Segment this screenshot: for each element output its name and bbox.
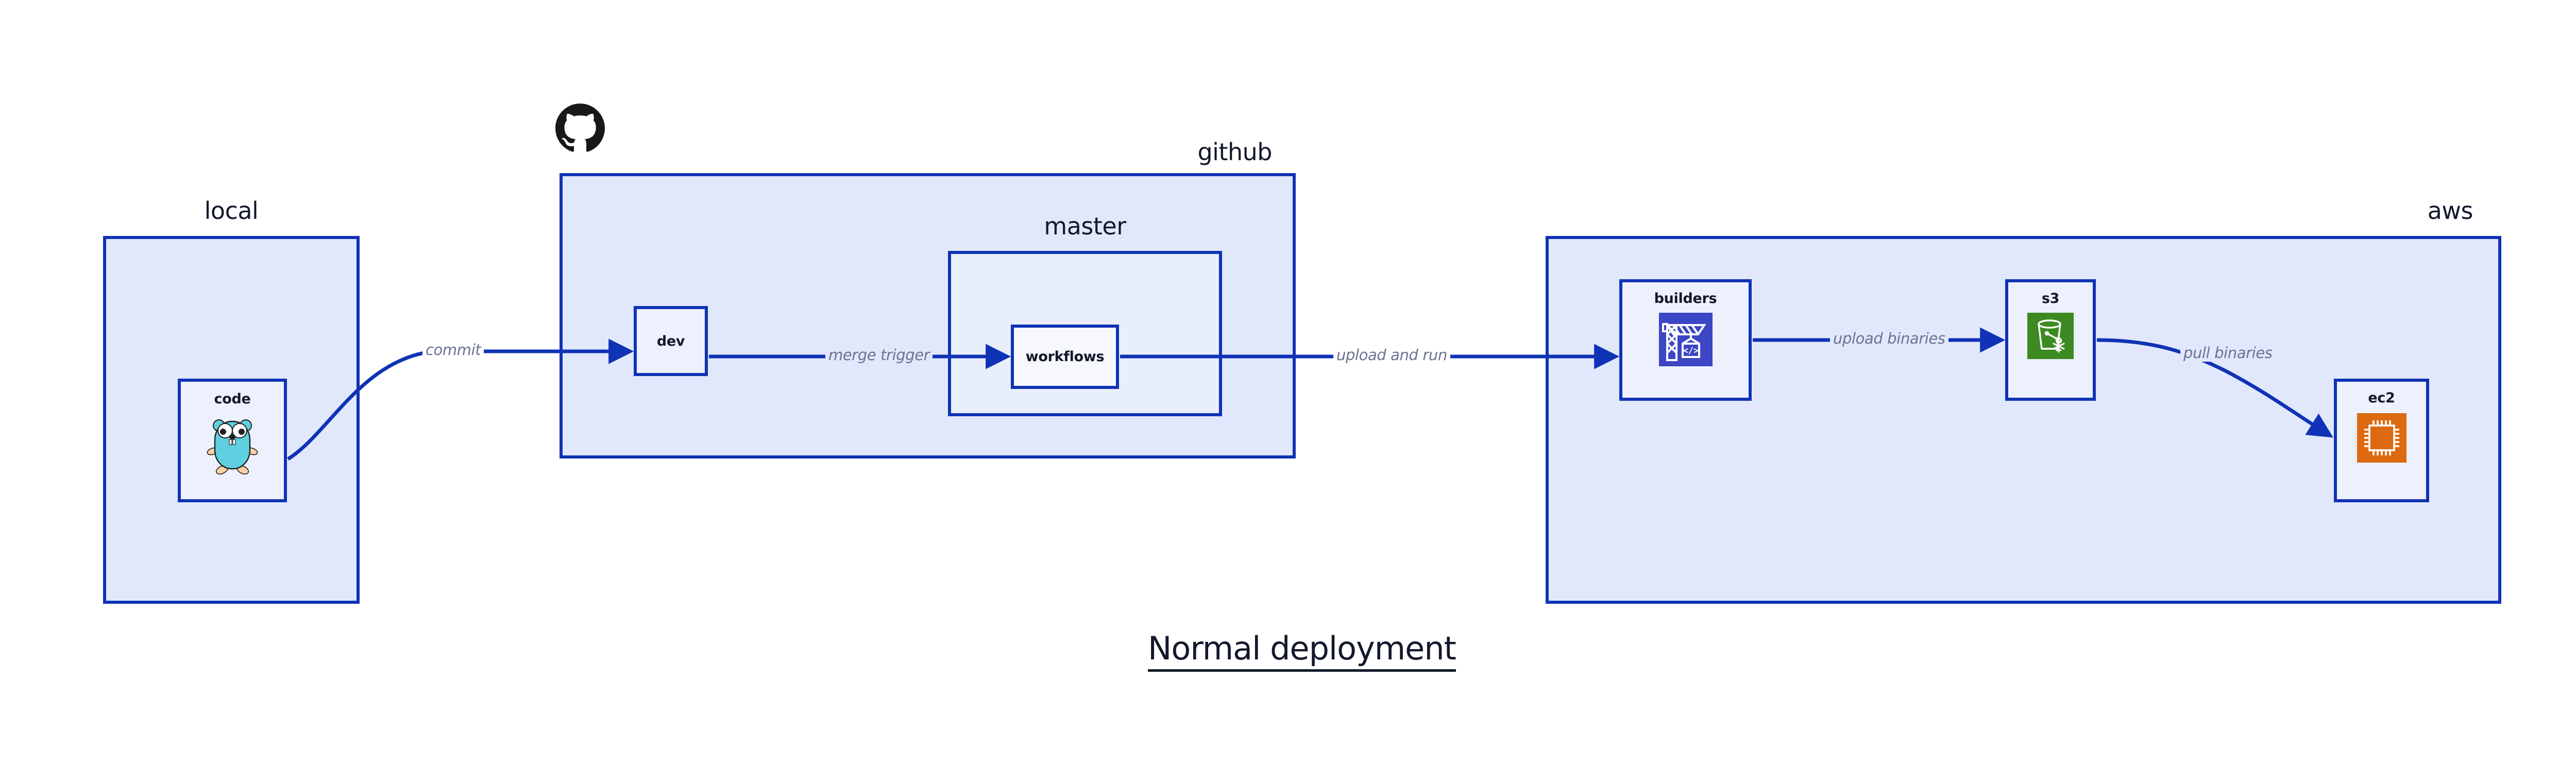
edge-label-pull-binaries: pull binaries (2180, 344, 2276, 362)
node-workflows-label: workflows (1025, 349, 1105, 365)
node-builders[interactable]: builders < (1619, 279, 1752, 401)
cluster-label-local: local (204, 197, 259, 225)
edge-label-commit: commit (422, 341, 484, 359)
node-ec2-label: ec2 (2368, 390, 2395, 406)
node-s3[interactable]: s3 (2005, 279, 2096, 401)
edge-label-upload-and-run: upload and run (1333, 346, 1450, 364)
github-octocat-logo (555, 101, 605, 158)
edge-label-upload-binaries: upload binaries (1830, 330, 1948, 347)
cluster-label-aws: aws (2427, 197, 2473, 225)
node-dev[interactable]: dev (634, 306, 708, 376)
cluster-label-master: master (1044, 212, 1126, 240)
aws-codebuild-icon: </> (1658, 313, 1713, 368)
node-dev-label: dev (656, 333, 685, 349)
node-code-label: code (214, 391, 251, 407)
diagram-title-text: Normal deployment (1148, 630, 1456, 672)
diagram-title: Normal deployment (0, 630, 2576, 672)
svg-text:</>: </> (1683, 346, 1699, 356)
node-s3-label: s3 (2041, 291, 2060, 307)
aws-ec2-chip-icon (2357, 413, 2406, 465)
cluster-label-github: github (1197, 138, 1272, 166)
node-ec2[interactable]: ec2 (2334, 379, 2429, 502)
node-code[interactable]: code (178, 379, 287, 502)
golang-gopher-icon (207, 414, 258, 477)
node-workflows[interactable]: workflows (1011, 325, 1119, 389)
edge-label-merge-trigger: merge trigger (825, 346, 933, 364)
node-builders-label: builders (1654, 291, 1717, 307)
aws-s3-bucket-icon (2027, 313, 2074, 361)
